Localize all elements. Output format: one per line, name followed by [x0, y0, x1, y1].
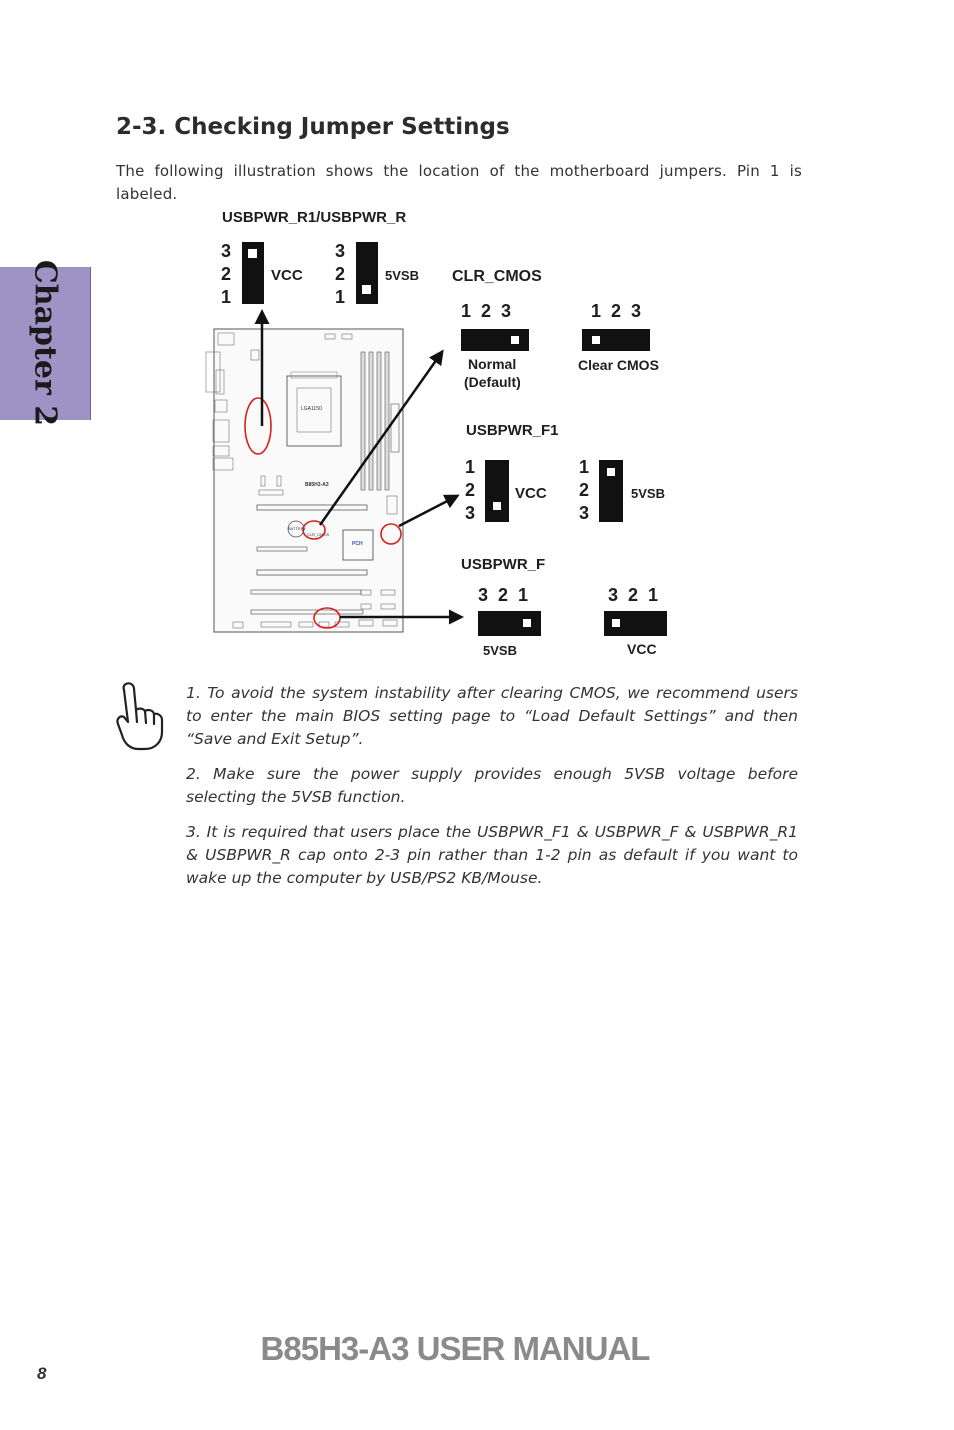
clr-cmos-normal-pins: 1 2 3	[461, 301, 512, 321]
note-item: 3. It is required that users place the U…	[186, 823, 798, 887]
chapter-tab: Chapter 2	[0, 260, 91, 426]
usbpwr-f1-title: USBPWR_F1	[466, 422, 559, 439]
arrow-clr-cmos	[318, 349, 444, 526]
usbpwr-r-title: USBPWR_R1/USBPWR_R	[222, 209, 407, 226]
usbpwr-f1-highlight	[380, 523, 402, 545]
pin-number: 3	[465, 503, 476, 523]
pin-number: 2	[465, 480, 476, 500]
clr-cmos-default-label: (Default)	[464, 374, 521, 390]
jumper-usbpwr-f-vcc	[604, 611, 667, 636]
board-clr-cmos-label: CLR_CMOS	[307, 532, 330, 537]
pin-number: 3	[221, 241, 232, 261]
usbpwr-r1-vcc-label: VCC	[271, 267, 303, 284]
usbpwr-f-5vsb-pins: 3 2 1	[478, 585, 529, 605]
jumper-clr-cmos-normal	[461, 329, 529, 351]
note-item: 1. To avoid the system instability after…	[186, 684, 798, 748]
pin-number: 3	[579, 503, 590, 523]
board-pch-label: PCH	[352, 541, 363, 547]
jumper-usbpwr-r1-vcc	[242, 242, 264, 304]
intro-paragraph: The following illustration shows the loc…	[116, 162, 802, 203]
jumper-usbpwr-f-5vsb	[478, 611, 541, 636]
jumper-diagram-graphics	[205, 242, 667, 636]
pin-number: 1	[221, 287, 232, 307]
usbpwr-f-vcc-label: VCC	[627, 641, 657, 657]
jumper-diagram: LGA1150 B85H3-A3 PCH BATTERY CLR_CMOS US…	[205, 200, 685, 668]
pin-number: 2	[221, 264, 232, 284]
board-model-label: B85H3-A3	[305, 482, 329, 488]
manual-title: B85H3-A3 USER MANUAL	[260, 1330, 651, 1367]
jumper-usbpwr-r-5vsb	[356, 242, 378, 304]
pin-number: 3	[335, 241, 346, 261]
pin-number: 2	[579, 480, 590, 500]
page-number: 8	[37, 1364, 47, 1383]
clr-cmos-title: CLR_CMOS	[452, 268, 542, 285]
jumper-clr-cmos-clear	[582, 329, 650, 351]
section-title: 2-3. Checking Jumper Settings	[116, 114, 510, 140]
arrow-usbpwr-f1	[398, 494, 460, 528]
clr-cmos-clear-label: Clear CMOS	[578, 357, 659, 373]
jumper-usbpwr-f1-5vsb	[599, 460, 623, 522]
clr-cmos-clear-pins: 1 2 3	[591, 301, 642, 321]
usbpwr-f-5vsb-label: 5VSB	[483, 643, 517, 658]
jumper-usbpwr-f1-vcc	[485, 460, 509, 522]
pin-number: 1	[335, 287, 346, 307]
usbpwr-f1-5vsb-label: 5VSB	[631, 486, 665, 501]
pointing-hand-icon	[116, 682, 164, 751]
chapter-label: Chapter 2	[27, 259, 63, 427]
clr-cmos-normal-label: Normal	[468, 356, 517, 372]
board-cpu-label: LGA1150	[301, 406, 322, 412]
clr-cmos-highlight	[302, 520, 326, 540]
motherboard-layout	[205, 328, 404, 633]
notes-list: 1. To avoid the system instability after…	[186, 682, 798, 902]
board-battery-label: BATTERY	[288, 526, 307, 531]
pin-number: 1	[465, 457, 476, 477]
usbpwr-r-5vsb-label: 5VSB	[385, 268, 419, 283]
usbpwr-f-title: USBPWR_F	[461, 556, 546, 573]
usbpwr-f-vcc-pins: 3 2 1	[608, 585, 659, 605]
pin-number: 2	[335, 264, 346, 284]
pin-number: 1	[579, 457, 590, 477]
usbpwr-r-highlight	[244, 397, 272, 455]
usbpwr-f1-vcc-label: VCC	[515, 485, 547, 502]
note-item: 2. Make sure the power supply provides e…	[186, 765, 798, 806]
